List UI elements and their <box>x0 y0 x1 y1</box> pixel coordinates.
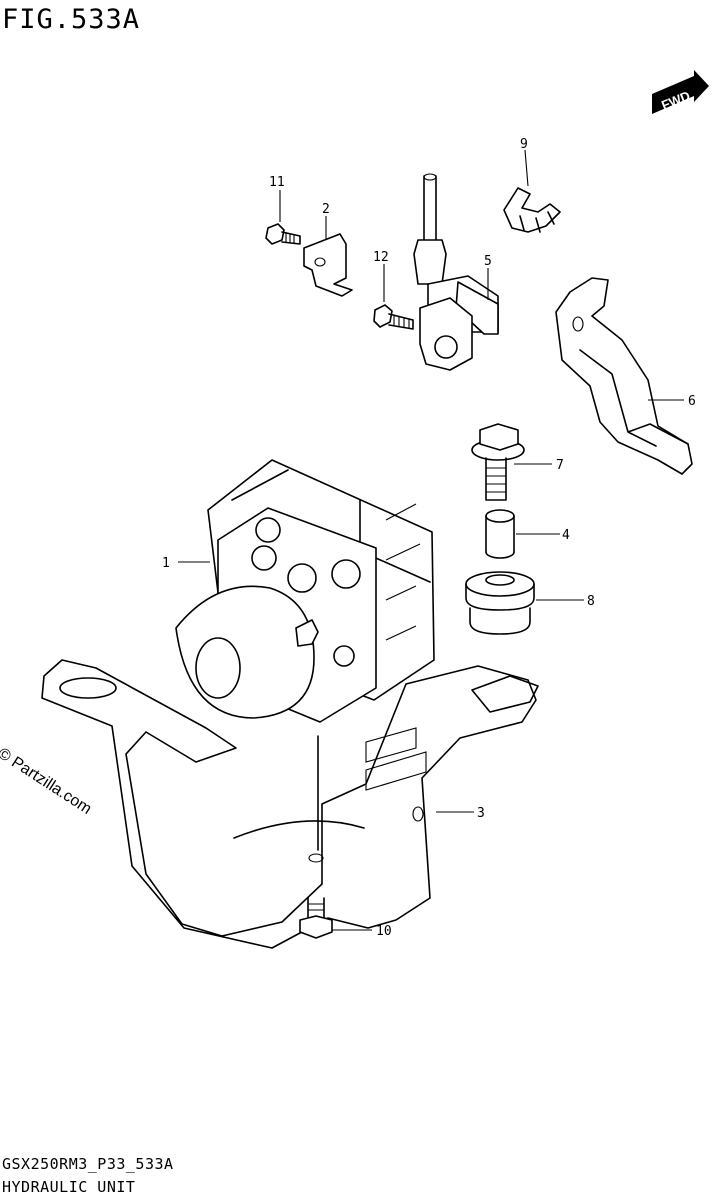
callout-8[interactable]: 8 <box>587 594 595 609</box>
callout-7[interactable]: 7 <box>556 458 564 473</box>
part-11-bolt[interactable] <box>265 223 301 245</box>
figure-code: GSX250RM3_P33_533A <box>2 1155 174 1173</box>
part-4-collar[interactable] <box>485 509 515 559</box>
part-7-bolt[interactable] <box>471 423 525 501</box>
leader-lines <box>178 149 684 931</box>
callout-11[interactable]: 11 <box>269 175 285 190</box>
callout-10[interactable]: 10 <box>376 924 392 939</box>
figure-title: FIG.533A <box>2 4 141 35</box>
part-10-bolt[interactable] <box>299 897 333 939</box>
part-5-sensor[interactable] <box>413 173 499 371</box>
callout-3[interactable]: 3 <box>477 806 485 821</box>
callout-6[interactable]: 6 <box>688 394 696 409</box>
part-1-hydraulic-unit[interactable] <box>175 459 435 851</box>
part-9-clamp[interactable] <box>503 187 561 233</box>
part-6-bracket[interactable] <box>555 277 693 475</box>
part-8-grommet[interactable] <box>465 571 535 635</box>
callout-5[interactable]: 5 <box>484 254 492 269</box>
forward-arrow-icon: FWD <box>652 70 709 114</box>
figure-name: HYDRAULIC UNIT <box>2 1178 136 1196</box>
part-3-bracket[interactable] <box>41 659 539 949</box>
callout-1[interactable]: 1 <box>162 556 170 571</box>
callout-2[interactable]: 2 <box>322 202 330 217</box>
callout-12[interactable]: 12 <box>373 250 389 265</box>
part-12-bolt[interactable] <box>373 304 414 330</box>
part-2-plate[interactable] <box>303 233 353 297</box>
callout-9[interactable]: 9 <box>520 137 528 152</box>
callout-4[interactable]: 4 <box>562 528 570 543</box>
callout-labels: 1 2 3 4 5 6 7 8 9 10 11 12 <box>162 137 696 939</box>
